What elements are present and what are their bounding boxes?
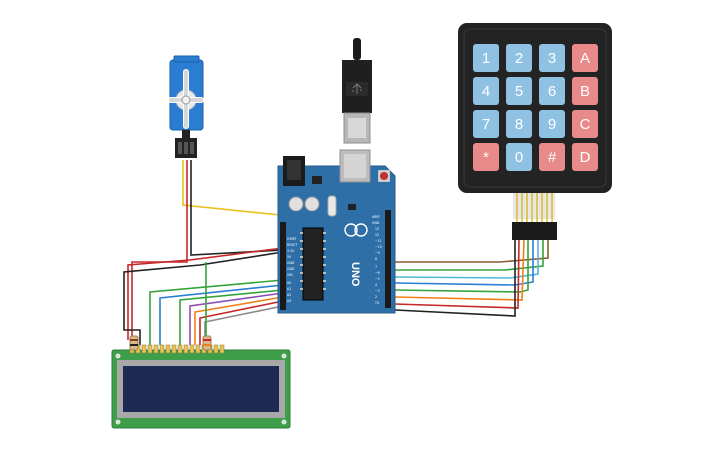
wire-lcd-blue [159, 284, 284, 345]
keypad-key-label: D [580, 149, 591, 166]
keypad-key-3[interactable]: 3 [539, 44, 565, 72]
svg-text:~5: ~5 [375, 277, 380, 281]
keypad-key-label: 0 [515, 149, 523, 166]
svg-text:2: 2 [375, 295, 377, 299]
wire-lcd-green2 [179, 289, 284, 345]
keypad-key-7[interactable]: 7 [473, 110, 499, 138]
svg-text:13: 13 [375, 227, 379, 231]
wires [123, 160, 549, 345]
svg-text:A2: A2 [287, 293, 291, 297]
svg-text:VIN: VIN [287, 273, 293, 277]
keypad-key-label: C [580, 116, 591, 133]
svg-text:A0: A0 [287, 281, 291, 285]
wire-lcd-gray [204, 305, 284, 345]
svg-text:~6: ~6 [375, 271, 380, 275]
svg-text:GND: GND [287, 261, 295, 265]
keypad-key-label: 4 [482, 83, 490, 100]
svg-text:5V: 5V [287, 255, 292, 259]
wire-gnd-black [123, 251, 284, 345]
svg-text:4: 4 [375, 283, 377, 287]
keypad-key-label: 7 [482, 116, 490, 133]
svg-text:~10: ~10 [375, 245, 382, 249]
keypad-key-2[interactable]: 2 [506, 44, 532, 72]
wire-lcd-green1 [149, 279, 284, 345]
svg-text:~11: ~11 [375, 239, 382, 243]
keypad-key-4[interactable]: 4 [473, 77, 499, 105]
usb-icon [342, 38, 372, 144]
keypad-key-a[interactable]: A [572, 44, 598, 72]
svg-text:8: 8 [375, 257, 377, 261]
lcd-16x2[interactable] [111, 335, 291, 429]
resistor-right [202, 335, 212, 351]
keypad-key-1[interactable]: 1 [473, 44, 499, 72]
resistor-left [129, 335, 139, 351]
svg-text:TX: TX [374, 301, 380, 305]
keypad-key-6[interactable]: 6 [539, 77, 565, 105]
wire-kp-red [394, 239, 520, 309]
wire-kp-green2 [394, 240, 529, 293]
wire-lcd-red2 [199, 300, 284, 345]
svg-text:3.3V: 3.3V [287, 249, 295, 253]
wire-lcd-orange [194, 296, 284, 345]
wire-kp-black [394, 240, 516, 317]
keypad-key-5[interactable]: 5 [506, 77, 532, 105]
keypad-key-hash[interactable]: # [539, 143, 565, 171]
arduino-logo [344, 223, 368, 237]
keypad-key-label: 2 [515, 50, 523, 67]
keypad-key-label: # [548, 149, 557, 166]
svg-text:~9: ~9 [375, 251, 380, 255]
svg-text:GND: GND [287, 267, 295, 271]
wire-kp-green [395, 240, 544, 271]
keypad-key-label: 3 [548, 50, 556, 67]
keypad-key-star[interactable]: * [473, 143, 499, 171]
wire-kp-blue [394, 240, 534, 286]
keypad-ribbon [512, 193, 557, 240]
keypad-key-label: 8 [515, 116, 523, 133]
svg-text:IOREF: IOREF [287, 237, 297, 241]
keypad-key-d[interactable]: D [572, 143, 598, 171]
svg-text:12: 12 [375, 233, 379, 237]
keypad-keys: 1 2 3 A 4 5 6 B 7 8 9 C * 0 # D [473, 44, 598, 171]
keypad-key-label: B [580, 83, 590, 100]
keypad-key-label: 5 [515, 83, 523, 100]
keypad-key-label: 9 [548, 116, 556, 133]
keypad-key-9[interactable]: 9 [539, 110, 565, 138]
board-brand-label: UNO [349, 262, 361, 287]
wire-lcd-purple [189, 292, 284, 345]
keypad-key-label: 1 [482, 50, 490, 67]
wire-kp-cyan [394, 240, 539, 279]
keypad-key-8[interactable]: 8 [506, 110, 532, 138]
keypad-key-label: * [483, 149, 489, 166]
keypad-key-0[interactable]: 0 [506, 143, 532, 171]
wire-kp-brown [395, 240, 549, 263]
keypad-key-label: A [580, 50, 590, 67]
svg-text:A3: A3 [287, 299, 291, 303]
svg-text:AREF: AREF [372, 215, 380, 219]
svg-text:RESET: RESET [287, 243, 297, 247]
keypad-key-label: 6 [548, 83, 556, 100]
wire-kp-orange [394, 239, 525, 301]
keypad-4x4[interactable]: 1 2 3 A 4 5 6 B 7 8 9 C * 0 # D [458, 23, 612, 240]
servo-motor[interactable] [168, 55, 204, 158]
wire-5v-red [127, 247, 284, 340]
svg-text:~3: ~3 [375, 289, 380, 293]
keypad-key-c[interactable]: C [572, 110, 598, 138]
keypad-key-b[interactable]: B [572, 77, 598, 105]
svg-text:A1: A1 [287, 287, 291, 291]
svg-text:7: 7 [375, 265, 377, 269]
svg-text:GND: GND [372, 221, 380, 225]
